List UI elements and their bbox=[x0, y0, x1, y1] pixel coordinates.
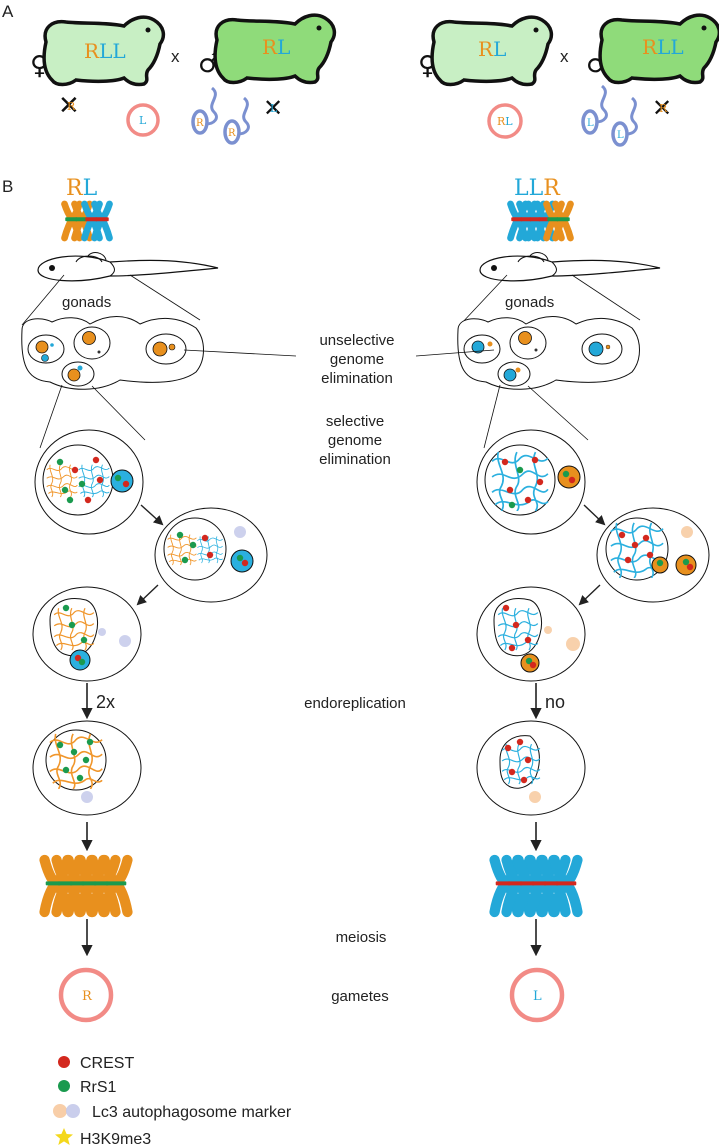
rejected-gamete-label: R bbox=[67, 100, 76, 113]
gonads-label-right: gonads bbox=[505, 294, 554, 311]
frog-icon bbox=[42, 15, 166, 87]
karyotype-right bbox=[507, 200, 574, 242]
marker-dots bbox=[62, 604, 88, 666]
cross-symbol: x bbox=[560, 47, 569, 66]
karyotype-left-replicated bbox=[39, 854, 133, 918]
sperm-label: R bbox=[228, 128, 236, 139]
reject-mark-icon: ✕ bbox=[652, 94, 672, 122]
frog-genome-label: RL bbox=[478, 37, 506, 61]
svg-text:genome: genome bbox=[328, 432, 382, 449]
sperm-icon bbox=[191, 86, 218, 135]
lc3-marker-icon bbox=[53, 1104, 80, 1118]
arrow-icon bbox=[136, 584, 159, 606]
reject-mark-icon: ✕ bbox=[263, 94, 283, 122]
legend-item-crest: CREST bbox=[80, 1055, 134, 1072]
chromosome-icon bbox=[99, 854, 133, 918]
karyotype-left bbox=[61, 200, 113, 242]
unselective-elimination-label: unselective genome elimination bbox=[319, 332, 394, 387]
gamete-left-label: R bbox=[82, 989, 93, 1004]
arrow-icon bbox=[140, 504, 164, 526]
legend-item-lc3: Lc3 autophagosome marker bbox=[92, 1104, 292, 1121]
chromosome-icon bbox=[552, 200, 574, 242]
germ-cell-right-1 bbox=[476, 429, 586, 535]
marker-dots bbox=[501, 456, 576, 509]
cross-symbol: x bbox=[171, 47, 180, 66]
sperm-label: L bbox=[617, 130, 624, 141]
legend-item-h3k9me3: H3K9me3 bbox=[80, 1131, 151, 1147]
egg-label: RL bbox=[497, 115, 513, 128]
gonad-left bbox=[21, 316, 204, 390]
germ-cell-right-4 bbox=[476, 720, 586, 816]
svg-text:genome: genome bbox=[330, 351, 384, 368]
egg-label: L bbox=[139, 114, 147, 127]
svg-text:elimination: elimination bbox=[321, 370, 393, 387]
gonads-label-left: gonads bbox=[62, 294, 111, 311]
rejected-gamete-label: R bbox=[659, 102, 668, 115]
gametes-label: gametes bbox=[331, 988, 389, 1005]
selective-elimination-label: selective genome elimination bbox=[319, 413, 391, 468]
sperm-label: R bbox=[196, 118, 204, 129]
genome-label-right: LLR bbox=[514, 176, 561, 201]
chromosome-icon bbox=[549, 854, 583, 918]
frog-genome-label: RLL bbox=[642, 35, 684, 59]
frog-genome-label: RLL bbox=[84, 39, 126, 63]
marker-dots bbox=[56, 456, 130, 504]
rejected-gamete-label: L bbox=[270, 102, 278, 115]
reject-mark-icon: ✕ bbox=[58, 91, 80, 121]
egg-icon bbox=[126, 103, 160, 137]
egg-icon bbox=[509, 967, 565, 1023]
tadpole-icon bbox=[479, 252, 661, 282]
karyotype-right-replicated bbox=[489, 854, 583, 918]
legend-item-rrs1: RrS1 bbox=[80, 1079, 117, 1096]
meiosis-label: meiosis bbox=[336, 929, 387, 946]
endoreplication-left-label: 2x bbox=[96, 692, 115, 712]
egg-icon bbox=[487, 103, 523, 139]
tadpole-icon bbox=[37, 252, 219, 282]
frog-icon bbox=[430, 15, 554, 87]
genome-label-left: RL bbox=[66, 176, 98, 201]
frog-icon bbox=[213, 13, 337, 85]
sperm-icon bbox=[223, 96, 250, 145]
germ-cell-left-4 bbox=[32, 720, 142, 816]
sperm-label: L bbox=[587, 118, 594, 129]
svg-text:selective: selective bbox=[326, 413, 384, 430]
sperm-icon bbox=[611, 96, 638, 147]
panel-label-a: A bbox=[2, 2, 14, 21]
endoreplication-label: endoreplication bbox=[304, 695, 406, 712]
arrow-icon bbox=[578, 584, 601, 606]
marker-dots bbox=[56, 738, 94, 782]
marker-dots bbox=[504, 738, 532, 784]
panel-label-b: B bbox=[2, 177, 13, 196]
marker-dots bbox=[502, 604, 537, 669]
germ-cell-left-3 bbox=[32, 586, 142, 682]
frog-genome-label: RL bbox=[262, 35, 290, 59]
arrow-icon bbox=[583, 504, 606, 526]
rrs1-marker-icon bbox=[58, 1080, 70, 1092]
chromosome-icon bbox=[91, 200, 113, 242]
marker-dots bbox=[176, 531, 249, 567]
marker-dots bbox=[618, 531, 694, 571]
endoreplication-right-label: no bbox=[545, 692, 565, 712]
svg-text:unselective: unselective bbox=[319, 332, 394, 349]
legend: CREST RrS1 Lc3 autophagosome marker H3K9… bbox=[53, 1055, 292, 1147]
egg-icon bbox=[58, 967, 114, 1023]
gamete-right-label: L bbox=[533, 989, 542, 1004]
star-icon bbox=[55, 1128, 73, 1145]
crest-marker-icon bbox=[58, 1056, 70, 1068]
svg-text:elimination: elimination bbox=[319, 451, 391, 468]
gonad-right bbox=[457, 316, 640, 390]
germ-cell-right-3 bbox=[476, 586, 586, 682]
frog-icon bbox=[598, 13, 719, 85]
sperm-icon bbox=[581, 84, 608, 135]
